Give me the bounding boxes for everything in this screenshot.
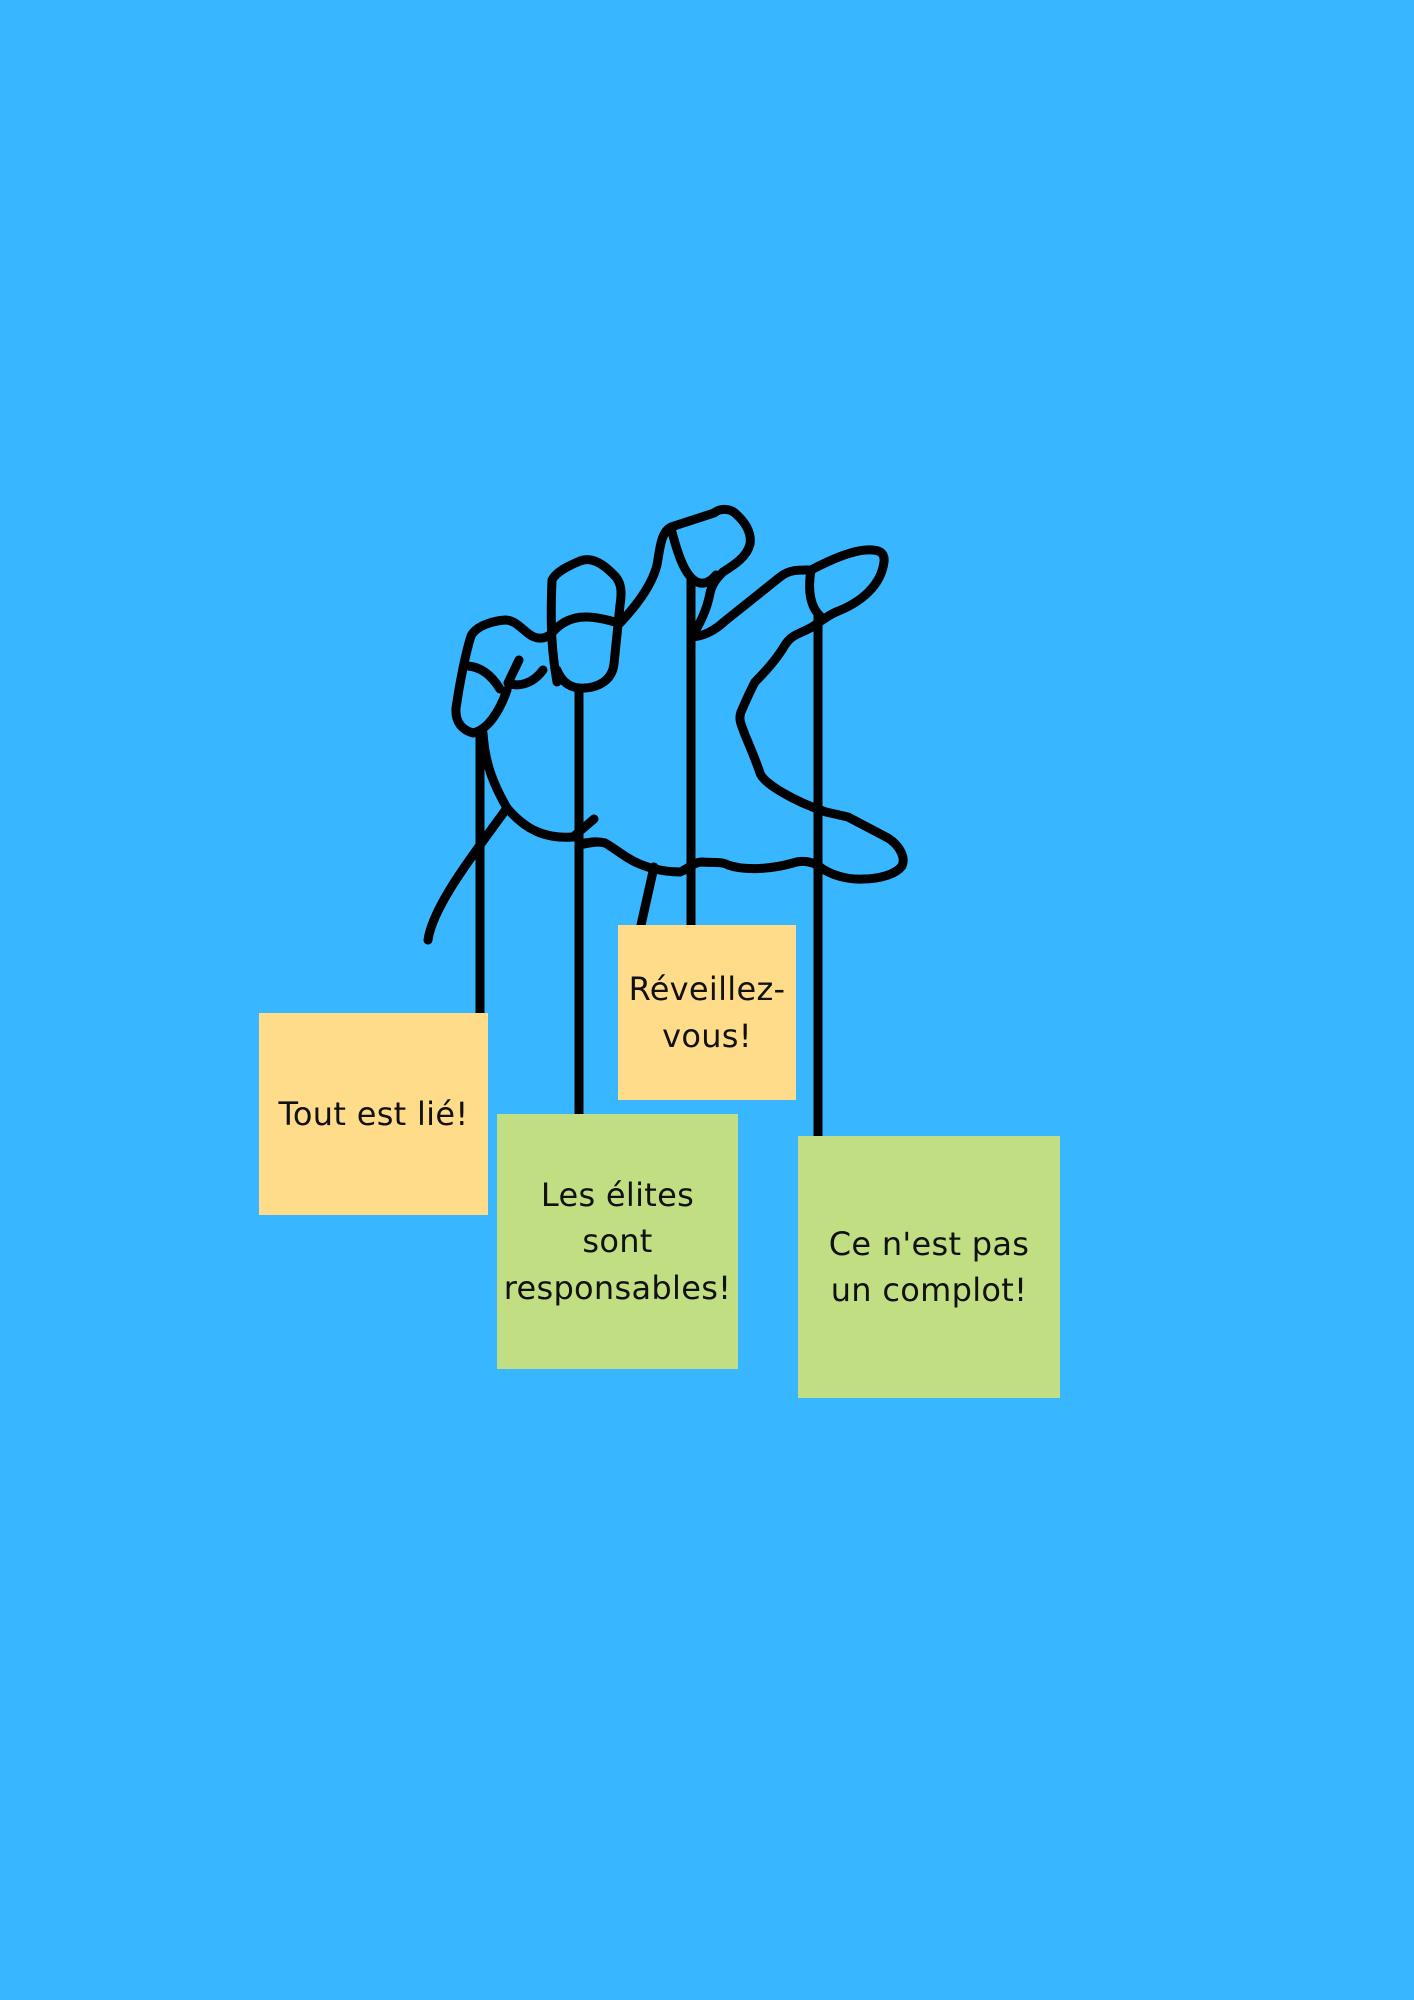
sticky-note-text: Les élites sont responsables!: [503, 1175, 732, 1307]
sticky-note-text: Tout est lié!: [278, 1094, 469, 1133]
sticky-note-pas-un-complot: Ce n'est pas un complot!: [798, 1136, 1060, 1398]
sticky-note-tout-est-lie: Tout est lié!: [259, 1013, 488, 1215]
sticky-note-text: Ce n'est pas un complot!: [828, 1224, 1030, 1309]
hand-outline: [423, 504, 908, 945]
sticky-note-text: Réveillez-vous!: [628, 970, 786, 1055]
sticky-note-les-elites: Les élites sont responsables!: [497, 1114, 738, 1369]
sticky-note-reveillez-vous: Réveillez-vous!: [618, 925, 796, 1100]
